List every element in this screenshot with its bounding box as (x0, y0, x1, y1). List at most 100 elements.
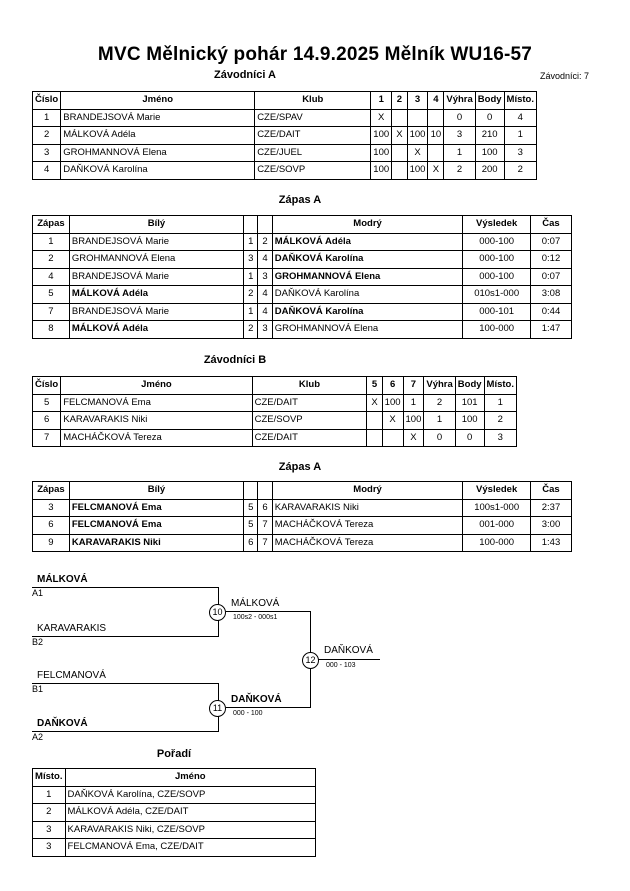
matches-a-cell: GROHMANNOVÁ Elena (271, 320, 464, 339)
group-a-cell: X (427, 161, 445, 180)
ranking-cell: 1 (32, 785, 66, 804)
bracket-p4-seed: A2 (32, 732, 44, 742)
group-a-cell: 100 (370, 161, 393, 180)
group-b-header: Výhra (423, 376, 456, 395)
matches-b-header: Bílý (68, 481, 245, 500)
ranking-cell: FELCMANOVÁ Ema, CZE/DAIT (64, 838, 317, 857)
group-b-cell (366, 411, 383, 430)
matches-a-cell: 4 (257, 250, 273, 269)
group-a-cell: 3 (503, 143, 538, 162)
matches-a-cell: 4 (257, 302, 273, 321)
group-b-cell: 1 (483, 393, 518, 412)
group-a-cell: CZE/DAIT (254, 126, 372, 145)
matches-b-header (243, 481, 259, 500)
group-b-cell: 100 (402, 411, 425, 430)
matches-b-cell: 5 (243, 498, 259, 517)
group-b-cell: X (366, 393, 383, 412)
group-b-header: Klub (251, 376, 368, 395)
group-b-cell: 2 (483, 411, 518, 430)
group-b-cell: 1 (402, 393, 425, 412)
group-a-cell (391, 161, 408, 180)
bracket-m10-winner: MÁLKOVÁ (231, 598, 280, 609)
group-a-cell: 2 (31, 126, 62, 145)
matches-b-header: Čas (529, 481, 573, 500)
group-b-cell: KARAVARAKIS Niki (60, 411, 253, 430)
ranking-cell: 3 (32, 820, 66, 839)
matches-a-cell: 3 (243, 250, 259, 269)
group-a-cell: 10 (427, 126, 445, 145)
group-a-header: Výhra (443, 91, 476, 110)
group-a-cell: CZE/JUEL (254, 143, 372, 162)
bracket-m12-score: 000 - 103 (326, 662, 356, 669)
bracket-m11-winner: DAŇKOVÁ (231, 694, 282, 705)
matches-a-header: Modrý (271, 215, 464, 234)
matches-b-cell: 2:37 (529, 498, 573, 517)
bracket-p1-name: MÁLKOVÁ (37, 574, 88, 585)
bracket-p2-seed: B2 (32, 637, 44, 647)
matches-a-header: Bílý (68, 215, 245, 234)
bracket-m10-score: 100s2 - 000s1 (233, 614, 278, 621)
matches-a-cell: GROHMANNOVÁ Elena (271, 267, 464, 286)
group-a-cell: 2 (503, 161, 538, 180)
matches-a-cell: MÁLKOVÁ Adéla (68, 320, 245, 339)
ranking-cell: DAŇKOVÁ Karolína, CZE/SOVP (64, 785, 317, 804)
matches-a-cell: 4 (32, 267, 70, 286)
group-b-cell: MACHÁČKOVÁ Tereza (60, 428, 253, 447)
group-a-cell: 100 (370, 143, 393, 162)
group-a-cell: 100 (474, 143, 505, 162)
group-b-header: Číslo (31, 376, 62, 395)
matches-b-cell: 6 (32, 516, 70, 535)
matches-a-heading: Zápas A (278, 194, 322, 206)
group-b-header: 6 (381, 376, 404, 395)
ranking-cell: 3 (32, 838, 66, 857)
bracket-m11-score: 000 - 100 (233, 710, 263, 717)
group-b-cell: 0 (423, 428, 456, 447)
ranking-cell: MÁLKOVÁ Adéla, CZE/DAIT (64, 803, 317, 822)
group-a-header: Body (474, 91, 505, 110)
matches-b-header: Výsledek (462, 481, 531, 500)
group-a-cell (427, 108, 445, 127)
matches-a-cell: 7 (32, 302, 70, 321)
group-b-cell: 100 (381, 393, 404, 412)
group-b-cell: 7 (31, 428, 62, 447)
group-b-header: Body (454, 376, 485, 395)
bracket-m12-winner: DAŇKOVÁ (324, 645, 373, 656)
group-a-cell: BRANDEJSOVÁ Marie (60, 108, 256, 127)
group-b-header: Jméno (60, 376, 253, 395)
group-b-cell: CZE/SOVP (251, 411, 368, 430)
group-b-cell: 3 (483, 428, 518, 447)
matches-b-cell: KARAVARAKIS Niki (68, 533, 245, 552)
matches-a-cell: DAŇKOVÁ Karolína (271, 302, 464, 321)
matches-b-heading: Zápas A (278, 461, 322, 473)
matches-a-cell: 000-100 (462, 232, 531, 251)
group-a-cell: CZE/SOVP (254, 161, 372, 180)
group-b-cell: 101 (454, 393, 485, 412)
bracket-p4-name: DAŇKOVÁ (37, 718, 88, 729)
group-b-cell: 100 (454, 411, 485, 430)
group-a-header: Jméno (60, 91, 256, 110)
group-b-heading: Závodníci B (203, 354, 267, 366)
group-a-cell: X (391, 126, 408, 145)
matches-b-cell: KARAVARAKIS Niki (271, 498, 464, 517)
matches-a-cell: GROHMANNOVÁ Elena (68, 250, 245, 269)
group-a-cell (427, 143, 445, 162)
group-a-cell: 0 (443, 108, 476, 127)
matches-a-cell: MÁLKOVÁ Adéla (68, 285, 245, 304)
group-a-heading: Závodníci A (214, 69, 276, 81)
group-a-cell: 200 (474, 161, 505, 180)
matches-a-header (257, 215, 273, 234)
matches-a-cell: BRANDEJSOVÁ Marie (68, 302, 245, 321)
group-a-cell: 4 (31, 161, 62, 180)
group-a-cell: GROHMANNOVÁ Elena (60, 143, 256, 162)
